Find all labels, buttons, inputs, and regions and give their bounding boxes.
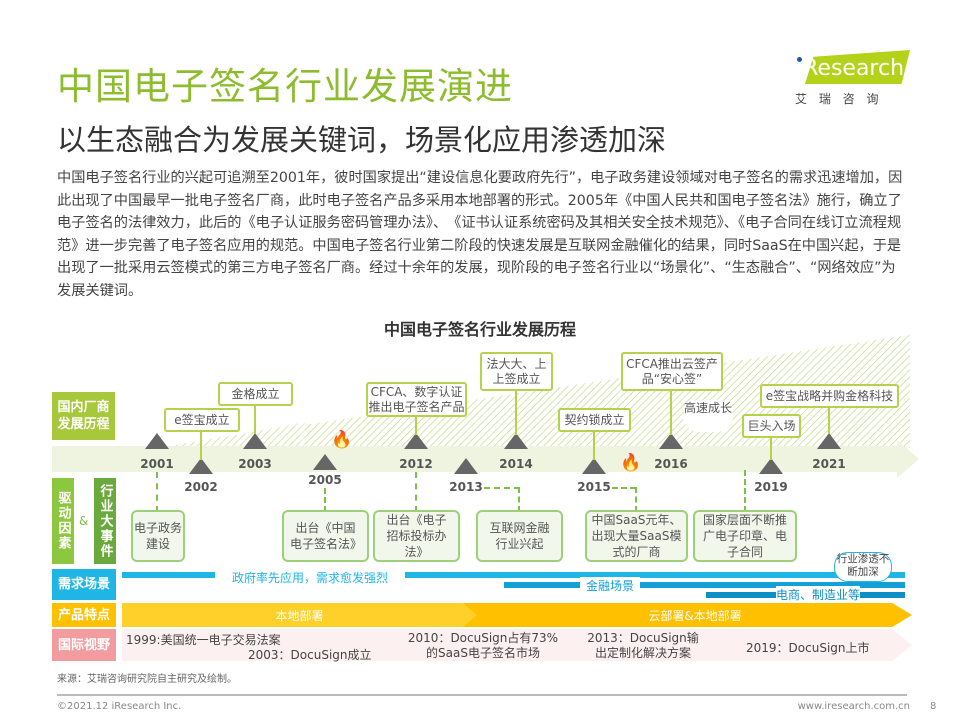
year-label: 2001 [140, 457, 174, 471]
vendor-event: CFCA、数字认证推出电子签名产品 [366, 382, 467, 417]
year-label: 2016 [654, 457, 688, 471]
growth-note-cloud: 高速成长 [683, 400, 733, 432]
page-title: 中国电子签名行业发展演进 [57, 65, 513, 108]
intl-event: 2013：DocuSign输出定制化解决方案 [587, 631, 699, 660]
page-number: 8 [930, 701, 937, 712]
intro-paragraph: 中国电子签名行业的兴起可追溯至2001年，彼时国家提出“建设信息化要政府先行”，… [57, 170, 903, 299]
demand-bar-government [122, 572, 905, 578]
demand-label: 金融场景 [580, 577, 640, 594]
milestone-triangle [817, 433, 841, 449]
footer-divider [57, 694, 907, 696]
ampersand: & [79, 514, 89, 528]
milestone-triangle [189, 458, 213, 474]
milestone-triangle [759, 458, 783, 474]
product-phase-local [122, 603, 477, 627]
milestone-triangle [313, 454, 337, 470]
vendor-event: CFCA推出云签产品“安心签” [621, 352, 723, 391]
intl-event: 2003：DocuSign成立 [248, 648, 372, 662]
demand-label: 电商、制造业等 [776, 586, 861, 603]
industry-event: 出台《中国电子签名法》 [282, 510, 369, 562]
year-label: 2003 [238, 457, 272, 471]
vendor-event: e签宝成立 [164, 408, 240, 432]
vendor-event: 巨头入场 [742, 414, 801, 438]
vendor-event: 法大大、上上签成立 [480, 352, 553, 391]
intl-event: 2019：DocuSign上市 [746, 641, 870, 655]
chart-title: 中国电子签名行业发展历程 [383, 320, 576, 339]
industry-event: 国家层面不断推广电子印章、电子合同 [693, 510, 797, 562]
milestone-triangle [659, 433, 683, 449]
year-label: 2005 [308, 473, 342, 487]
source-note: 来源：艾瑞咨询研究院自主研究及绘制。 [57, 674, 237, 685]
industry-event: 中国SaaS元年、出现大量SaaS模式的厂商 [585, 510, 688, 562]
year-label: 2015 [577, 480, 611, 494]
row-label-events: 行业大事件 [94, 478, 116, 564]
milestone-triangle [404, 433, 428, 449]
row-label-vendors: 国内厂商发展历程 [52, 392, 115, 440]
fire-icon: 🔥 [620, 453, 642, 473]
demand-label: 政府率先应用，需求愈发强烈 [215, 569, 405, 586]
milestone-triangle [454, 458, 478, 474]
page-subtitle: 以生态融合为发展关键词，场景化应用渗透加深 [57, 123, 667, 157]
copyright: ©2021.12 iResearch Inc. [57, 701, 182, 712]
fire-icon: 🔥 [331, 430, 353, 450]
milestone-triangle [582, 458, 606, 474]
row-label-drivers: 驱动因素 [52, 478, 74, 564]
row-label-demand: 需求场景 [52, 569, 116, 600]
milestone-triangle [243, 433, 267, 449]
intl-event: 2010：DocuSign占有73%的SaaS电子签名市场 [407, 631, 559, 660]
industry-event: 电子政务建设 [131, 510, 185, 562]
intl-event: 1999:美国统一电子交易法案 [126, 633, 281, 647]
year-label: 2012 [399, 457, 433, 471]
row-label-intl: 国际视野 [52, 629, 116, 661]
iresearch-logo: iResearch 艾 瑞 咨 询 [795, 50, 910, 108]
product-label: 云部署&本地部署 [648, 609, 742, 623]
demand-note-cloud: 行业渗透不断加深 [834, 552, 892, 582]
year-label: 2013 [449, 480, 483, 494]
industry-event: 互联网金融行业兴起 [476, 510, 563, 562]
vendor-event: 金格成立 [218, 382, 293, 406]
timeline-arrowhead [897, 440, 919, 478]
year-label: 2019 [754, 480, 788, 494]
year-label: 2002 [184, 480, 218, 494]
milestone-triangle [504, 433, 528, 449]
website-link[interactable]: www.iresearch.com.cn [797, 701, 910, 712]
year-label: 2014 [499, 457, 533, 471]
row-label-product: 产品特点 [52, 603, 116, 627]
year-label: 2021 [812, 457, 846, 471]
milestone-triangle [145, 433, 169, 449]
product-label: 本地部署 [275, 609, 324, 623]
industry-event: 出台《电子招标投标办法》 [373, 510, 460, 562]
demand-bar-finance [504, 582, 905, 588]
vendor-event: 契约锁成立 [558, 408, 631, 432]
vendor-event: e签宝战略并购金格科技 [760, 384, 899, 408]
intl-band [122, 629, 912, 661]
